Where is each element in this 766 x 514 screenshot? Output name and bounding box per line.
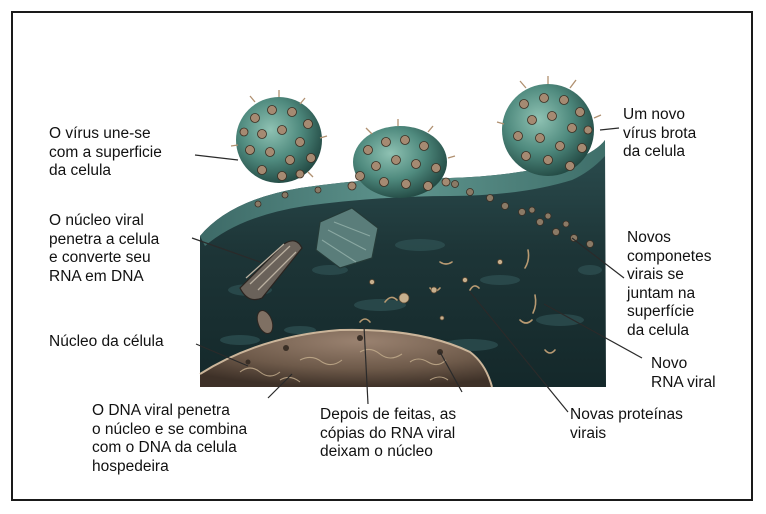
label-viral-core-enters: O núcleo viral penetra a celula e conver…: [49, 212, 159, 286]
label-virus-attaches: O vírus une-se com a superficie da celul…: [49, 125, 162, 181]
label-new-viral-proteins: Novas proteínas virais: [570, 406, 683, 443]
leader-new-virus: [600, 128, 619, 130]
label-new-viral-rna: Novo RNA viral: [651, 355, 716, 392]
label-cell-nucleus: Núcleo da célula: [49, 333, 164, 352]
label-new-virus-buds: Um novo vírus brota da celula: [623, 106, 696, 162]
attaching-virus: [231, 90, 327, 183]
label-rna-copies-leave: Depois de feitas, as cópias do RNA viral…: [320, 406, 456, 462]
label-viral-dna-enters: O DNA viral penetra o núcleo e se combin…: [92, 402, 247, 476]
label-new-components: Novos componetes virais se juntam na sup…: [627, 229, 711, 340]
leader-virus-attaches: [195, 155, 238, 160]
